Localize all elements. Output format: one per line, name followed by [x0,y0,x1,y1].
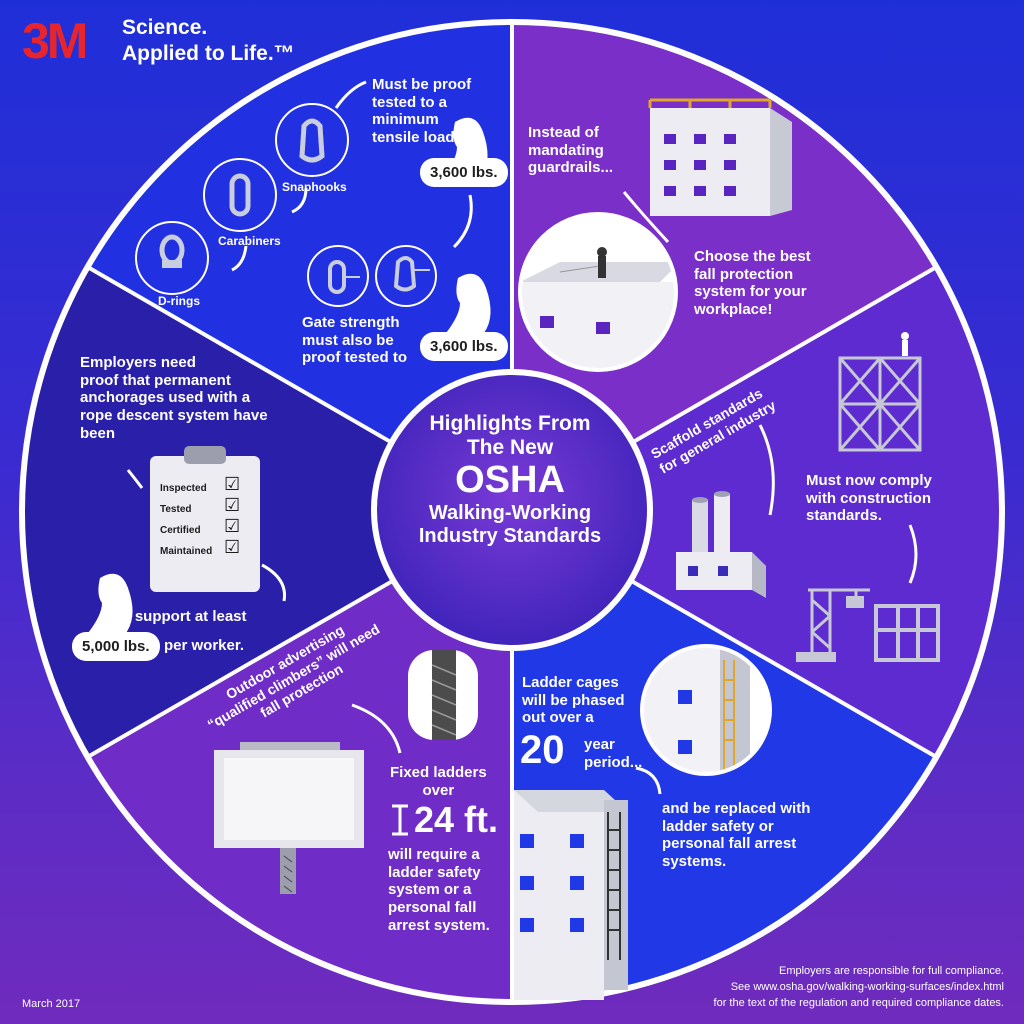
center-line2: The New [466,436,554,459]
checkbox-checked-icon: ☑ [224,516,241,536]
checklist-item: Tested [160,504,192,515]
checklist-item: Maintained [160,546,213,557]
center-line5: Industry Standards [418,524,602,547]
anchorage-per: per worker. [164,637,245,654]
years-number: 20 [520,728,565,772]
anchorage-text2: and support at least [104,608,247,625]
fixed-ladder-magnifier-icon [408,650,478,740]
snaphook-gate-icon [393,256,430,292]
ladder-icon [607,812,621,960]
checkbox-checked-icon: ☑ [224,474,241,494]
building-frame-icon [874,604,940,662]
scaffold-icon [838,356,922,452]
checklist-item: Inspected [160,483,207,494]
building-icon [648,98,792,216]
svg-text:3M: 3M [22,14,86,66]
tagline-line2: Applied to Life.™ [122,42,295,65]
center-title: Highlights From The New OSHA Walking-Wor… [375,412,645,548]
sector-guardrails [512,21,937,513]
center-line4: Walking-Working [428,501,592,524]
billboard-icon [214,742,364,894]
snaphook-icon [299,118,325,163]
ladder-height: 24 ft. [414,799,499,840]
label-carabiners: Carabiners [218,234,281,248]
d-ring-icon [159,234,185,268]
label-snaphooks: Snaphooks [282,180,347,194]
checklist: Inspected Tested Certified Maintained [160,478,212,562]
center-line1: Highlights From [429,412,591,435]
load-badge-1: 3,600 lbs. [420,158,508,187]
label-d-rings: D-rings [158,294,200,308]
checkbox-checked-icon: ☑ [224,537,241,557]
carabiner-gate-icon [328,260,360,294]
clipboard-icon [150,446,260,592]
check-icons: ☑ ☑ ☑ ☑ [224,474,240,558]
factory-icon [676,491,766,598]
carabiner-icon [229,173,251,217]
center-osha: OSHA [455,459,565,501]
checklist-item: Certified [160,525,201,536]
ladder-cage-magnifier-icon [640,644,772,776]
ladder-building-icon [514,790,628,1000]
footer-disclaimer: Employers are responsible for full compl… [713,965,1004,1010]
3m-logo: 3M [22,14,89,66]
sector-hardware [87,21,512,512]
load-badge-2: 3,600 lbs. [420,332,508,361]
height-bracket-icon [392,804,408,836]
load-badge-3: 5,000 lbs. [72,632,160,661]
tagline-line1: Science. [122,16,208,39]
footer-date: March 2017 [22,998,81,1010]
checkbox-checked-icon: ☑ [224,495,241,515]
